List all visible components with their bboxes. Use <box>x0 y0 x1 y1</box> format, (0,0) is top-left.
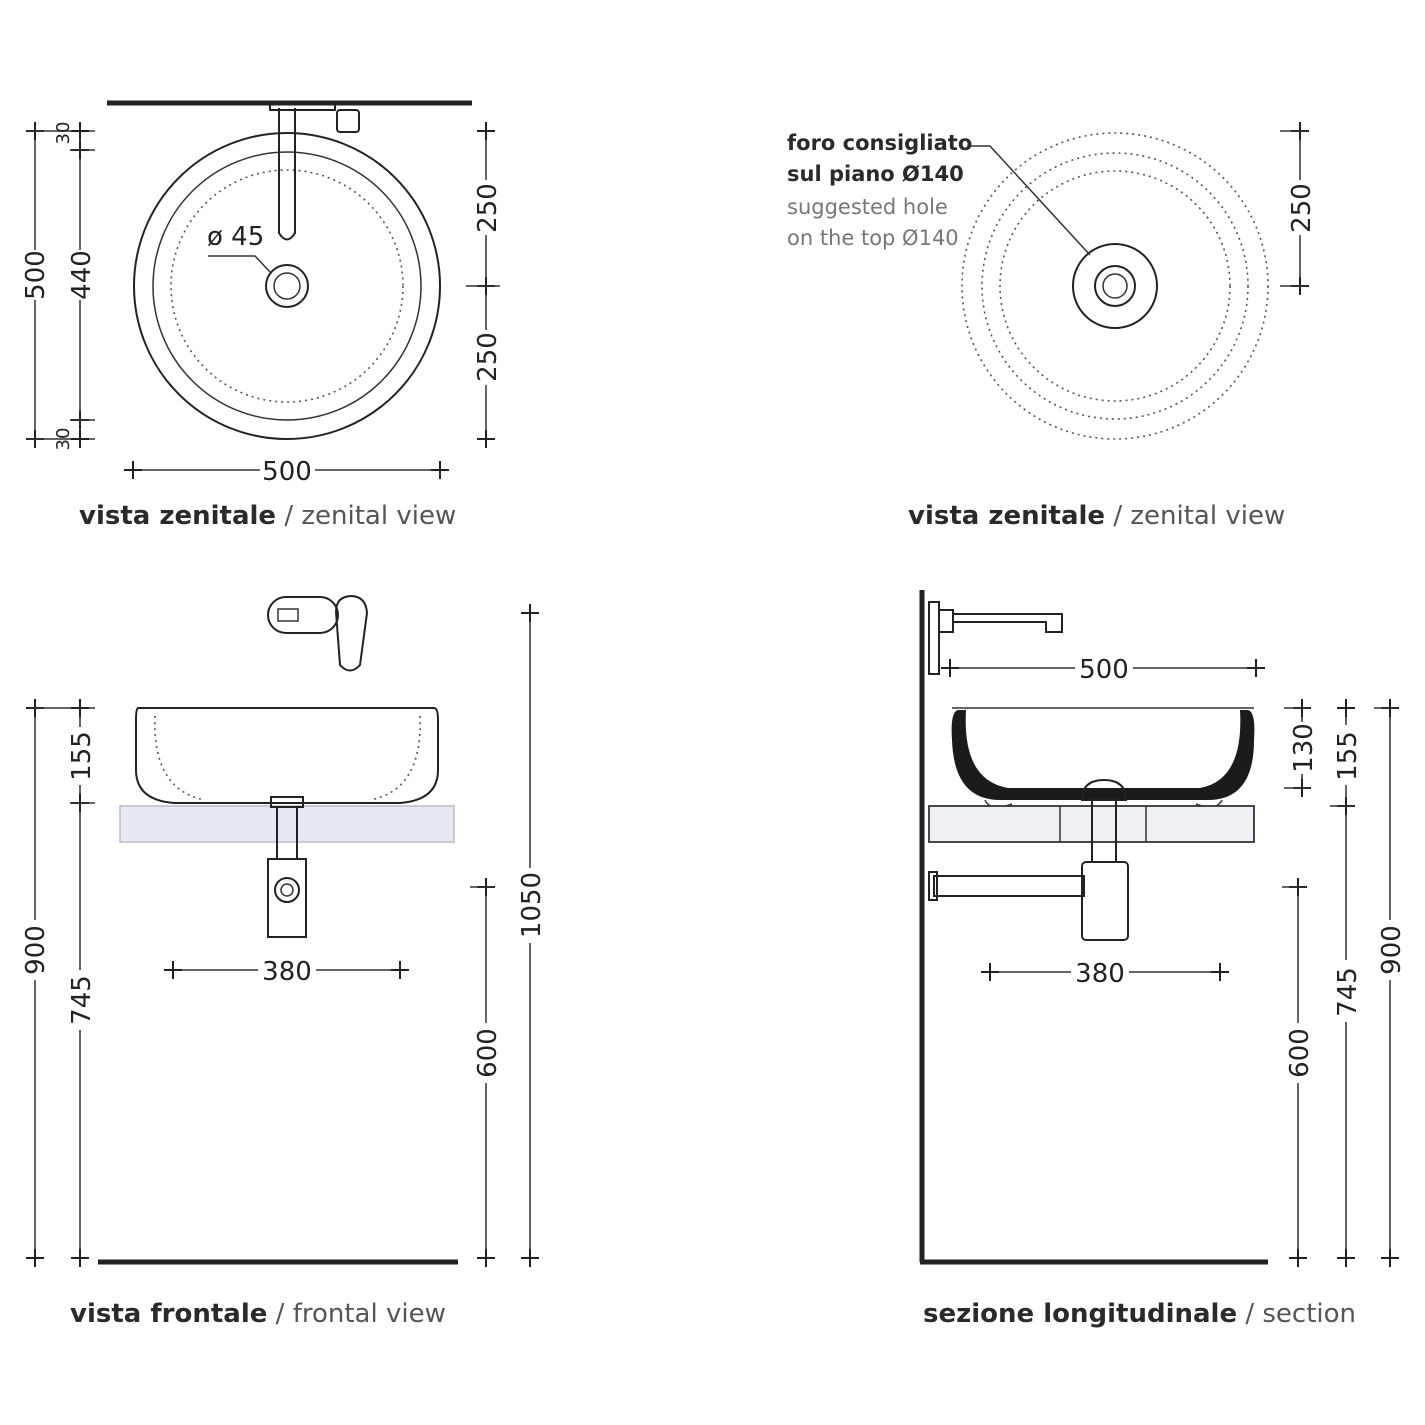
dim-250-bottom: 250 <box>473 332 503 382</box>
section-waste-pipe <box>933 875 1085 897</box>
siphon <box>267 858 307 938</box>
dim-250-top: 250 <box>473 183 503 233</box>
dim-380-section: 380 <box>1075 959 1125 989</box>
dim-900-section: 900 <box>1377 925 1407 975</box>
zenital-view-right: foro consigliato sul piano Ø140 suggeste… <box>787 121 1317 531</box>
dim-900-front: 900 <box>21 925 51 975</box>
dim-250-right: 250 <box>1287 183 1317 233</box>
drain-outer <box>265 264 309 308</box>
note-leader <box>968 145 1091 256</box>
caption-zenital-right: vista zenitale / zenital view <box>908 501 1285 531</box>
dim-745-front: 745 <box>67 975 97 1025</box>
dim-155-section: 155 <box>1333 731 1363 781</box>
note-it-line-2: sul piano Ø140 <box>787 162 964 186</box>
dim-500-horizontal: 500 <box>262 457 312 487</box>
dim-500-vertical: 500 <box>21 250 51 300</box>
dim-600-front: 600 <box>473 1028 503 1078</box>
basin-outer-rim <box>133 132 441 440</box>
countertop-front <box>119 805 455 843</box>
dim-500-section: 500 <box>1079 655 1129 685</box>
section-faucet-spout <box>953 613 1063 633</box>
dim-440: 440 <box>67 250 97 300</box>
note-en-line-1: suggested hole <box>787 195 948 219</box>
faucet-spout <box>278 108 296 241</box>
dim-380-front: 380 <box>262 957 312 987</box>
faucet-base <box>269 104 336 111</box>
hole-diameter-label: ø 45 <box>207 222 264 252</box>
drain-inner <box>273 272 301 300</box>
frontal-view: 900 155 745 380 600 1050 vista frontale … <box>20 594 547 1329</box>
wall-faucet-lever <box>334 594 369 672</box>
dim-130-section: 130 <box>1289 723 1319 773</box>
drain-inner-right <box>1102 273 1128 299</box>
dotted-rim-outer <box>961 132 1269 440</box>
zenital-view-left: ø 45 500 440 30 30 250 250 500 vista zen… <box>20 100 503 531</box>
caption-section: sezione longitudinale / section <box>923 1299 1356 1329</box>
caption-frontal: vista frontale / frontal view <box>70 1299 446 1329</box>
dim-30-top: 30 <box>53 122 74 145</box>
dim-30-bottom: 30 <box>53 428 74 451</box>
suggested-hole-circle <box>1072 243 1158 329</box>
basin-inner-rim <box>152 151 422 421</box>
section-view: 500 130 155 745 900 <box>919 590 1407 1329</box>
drain-outer-right <box>1094 265 1136 307</box>
caption-zenital-left: vista zenitale / zenital view <box>79 501 456 531</box>
note-en-line-2: on the top Ø140 <box>787 226 959 250</box>
dotted-rim-middle <box>981 152 1249 420</box>
hole-leader <box>208 255 272 274</box>
wall-faucet-body <box>267 596 339 634</box>
basin-section-wall <box>951 710 1255 800</box>
dim-155-front: 155 <box>67 731 97 781</box>
basin-front <box>135 707 439 804</box>
dim-600-section: 600 <box>1285 1028 1315 1078</box>
basin-bowl-dotted <box>170 169 404 403</box>
faucet-handle <box>336 109 360 133</box>
note-it-line-1: foro consigliato <box>787 131 972 155</box>
dotted-rim-inner <box>999 170 1231 402</box>
dim-1050-front: 1050 <box>517 872 547 938</box>
dim-745-section: 745 <box>1333 967 1363 1017</box>
section-siphon <box>1081 861 1129 941</box>
